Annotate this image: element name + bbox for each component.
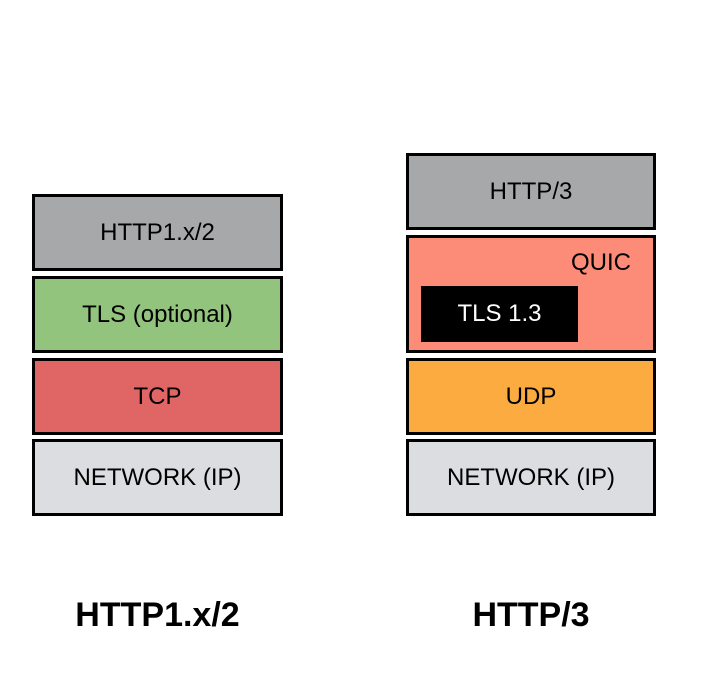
right-tls13-block: TLS 1.3 — [421, 286, 578, 342]
right-stack-caption: HTTP/3 — [472, 596, 590, 634]
right-http3-layer: HTTP/3 — [406, 153, 656, 230]
right-network-layer-label: NETWORK (IP) — [447, 463, 615, 491]
left-tls-layer: TLS (optional) — [32, 276, 283, 353]
left-tcp-layer-label: TCP — [133, 382, 182, 410]
right-udp-layer: UDP — [406, 358, 656, 435]
left-network-layer: NETWORK (IP) — [32, 439, 283, 516]
left-tls-layer-label: TLS (optional) — [82, 300, 233, 328]
left-stack-caption: HTTP1.x/2 — [75, 596, 240, 634]
right-network-layer: NETWORK (IP) — [406, 439, 656, 516]
left-network-layer-label: NETWORK (IP) — [73, 463, 242, 491]
right-http3-layer-label: HTTP/3 — [489, 177, 573, 205]
left-http-layer-label: HTTP1.x/2 — [100, 218, 215, 246]
right-quic-layer-label: QUIC — [571, 249, 631, 276]
right-tls13-label: TLS 1.3 — [457, 300, 542, 327]
left-tcp-layer: TCP — [32, 358, 283, 435]
left-http-layer: HTTP1.x/2 — [32, 194, 283, 271]
right-udp-layer-label: UDP — [505, 382, 557, 410]
right-quic-layer: QUIC TLS 1.3 — [406, 235, 656, 353]
